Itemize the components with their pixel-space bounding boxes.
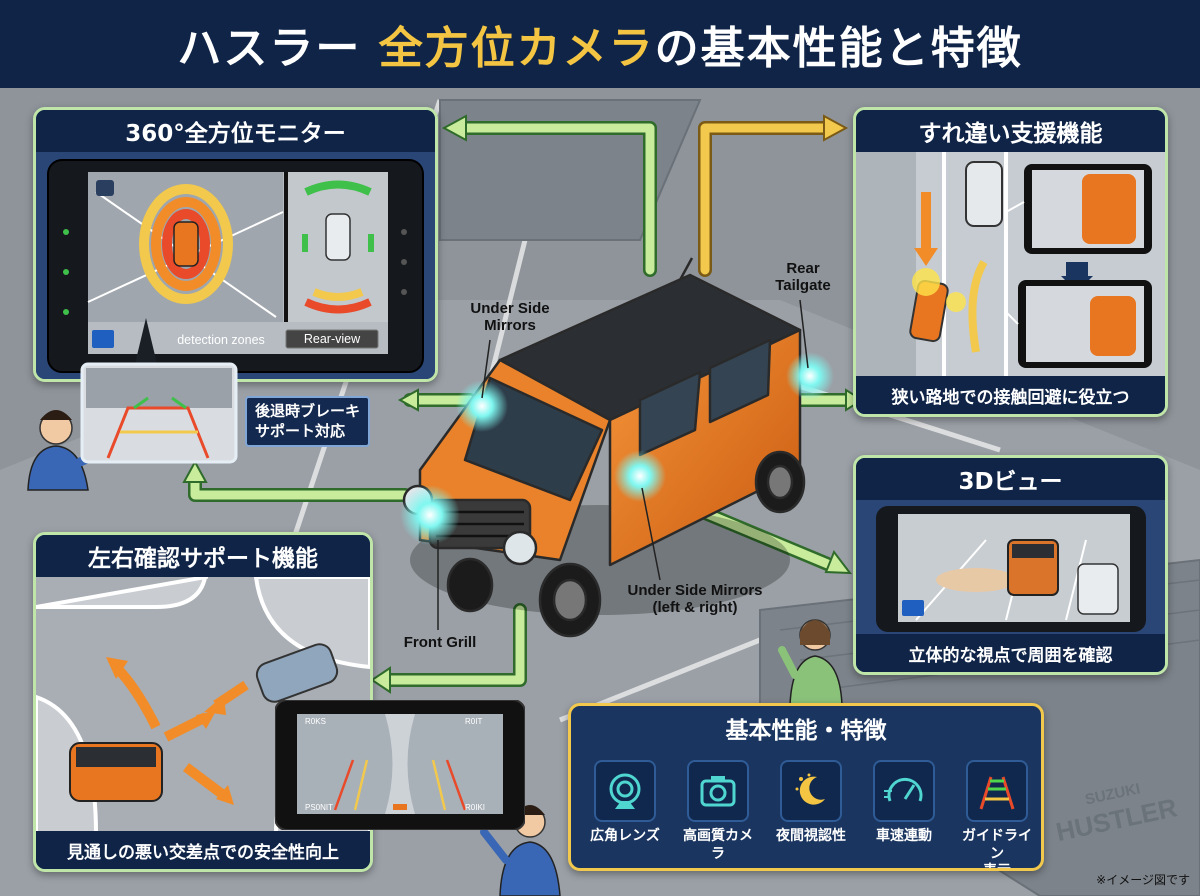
feature-label: 夜間視認性 <box>776 828 846 844</box>
brake-support-badge: 後退時ブレーキ サポート対応 <box>245 396 371 447</box>
screen-label-br: R0IKI <box>465 803 485 812</box>
panel-footer: 見通しの悪い交差点での安全性向上 <box>36 831 370 869</box>
panel-3d-view: 3Dビュー 立体的な視点で周囲を確認 <box>853 455 1168 675</box>
moon-stars-icon <box>795 773 825 805</box>
panel-features: 基本性能・特徴 広角レンズ 高画質カメラ 夜間視認性 車速連動 ガイドライン表示 <box>568 703 1044 871</box>
panel-360-monitor: 360°全方位モニター detection zones Rear-view <box>33 107 438 382</box>
wide-lens-icon <box>609 773 641 809</box>
title-bar: ハスラー 全方位カメラの基本性能と特徴 <box>0 0 1200 88</box>
image-note: ※イメージ図です <box>1096 873 1190 887</box>
camera-icon <box>700 776 736 807</box>
monitor-screen: detection zones Rear-view <box>36 152 435 379</box>
3d-view-screen <box>856 500 1165 640</box>
panel-title: 3Dビュー <box>856 458 1165 500</box>
speedometer-icon <box>884 778 923 802</box>
guideline-icon <box>979 776 1015 810</box>
feature-hq-camera: 高画質カメラ <box>678 760 758 863</box>
feature-label: 高画質カメラ <box>683 828 753 862</box>
feature-label: 広角レンズ <box>590 828 660 844</box>
page-title: ハスラー 全方位カメラの基本性能と特徴 <box>177 23 1023 74</box>
panel-footer: 立体的な視点で周囲を確認 <box>856 634 1165 672</box>
panel-title: 基本性能・特徴 <box>725 718 887 744</box>
cross-view-monitor: R0KS R0IT PS0NIT R0IKI <box>275 700 525 830</box>
label-front-grill: Front Grill <box>403 634 477 651</box>
rear-view-button[interactable]: Rear-view <box>304 332 361 346</box>
rear-camera-inset <box>80 318 238 464</box>
panel-passing-support: すれ違い支援機能 狭い路地での接触回避に役立つ <box>853 107 1168 417</box>
panel-footer: 狭い路地での接触回避に役立つ <box>856 376 1165 414</box>
feature-label: 車速連動 <box>876 828 932 844</box>
label-rear-tailgate: Rear Tailgate <box>775 260 831 295</box>
person-middle <box>778 619 843 706</box>
screen-label-tr: R0IT <box>465 717 482 726</box>
screen-label-tl: R0KS <box>305 717 326 726</box>
panel-title: 左右確認サポート機能 <box>36 535 370 577</box>
feature-speed-linked: 車速連動 <box>864 760 944 846</box>
screen-label-bl: PS0NIT <box>305 803 333 812</box>
panel-title: すれ違い支援機能 <box>856 110 1165 152</box>
label-under-side-mirrors-top: Under Side Mirrors <box>470 300 550 335</box>
feature-guideline: ガイドライン表示 <box>957 760 1037 871</box>
panel-title: 360°全方位モニター <box>36 110 435 152</box>
feature-label: ガイドライン表示 <box>962 828 1032 871</box>
label-under-side-mirrors-lr: Under Side Mirrors (left & right) <box>627 582 763 617</box>
zones-label: detection zones <box>177 333 265 347</box>
passing-illustration <box>856 152 1165 378</box>
feature-night-vision: 夜間視認性 <box>771 760 851 846</box>
feature-wide-lens: 広角レンズ <box>585 760 665 846</box>
